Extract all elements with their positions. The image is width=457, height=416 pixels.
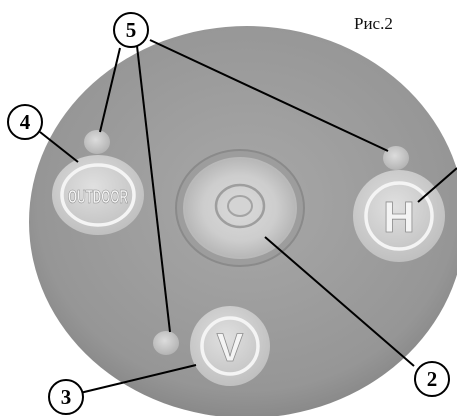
outdoor-button-label: OUTDOOR <box>68 187 128 207</box>
h-button-label: H <box>383 193 415 242</box>
bubble-vial-icon <box>175 149 305 267</box>
svg-text:2: 2 <box>427 367 438 391</box>
callout-2: 2 <box>414 361 450 397</box>
outdoor-button[interactable]: OUTDOOR <box>52 155 144 235</box>
leader-lines <box>39 39 457 394</box>
svg-text:5: 5 <box>126 18 137 42</box>
v-button-label: V <box>217 326 244 370</box>
callout-4: 4 <box>7 104 43 140</box>
svg-text:3: 3 <box>61 385 72 409</box>
callout-5: 5 <box>113 12 149 48</box>
svg-text:4: 4 <box>20 110 31 134</box>
callout-3: 3 <box>48 379 84 415</box>
led-indicator-h <box>383 146 409 170</box>
figure-caption: Рис.2 <box>354 14 393 33</box>
v-button[interactable]: V <box>190 306 270 386</box>
led-indicator-v <box>153 331 179 355</box>
h-button[interactable]: H <box>353 170 445 262</box>
led-indicator-outdoor <box>84 130 110 154</box>
